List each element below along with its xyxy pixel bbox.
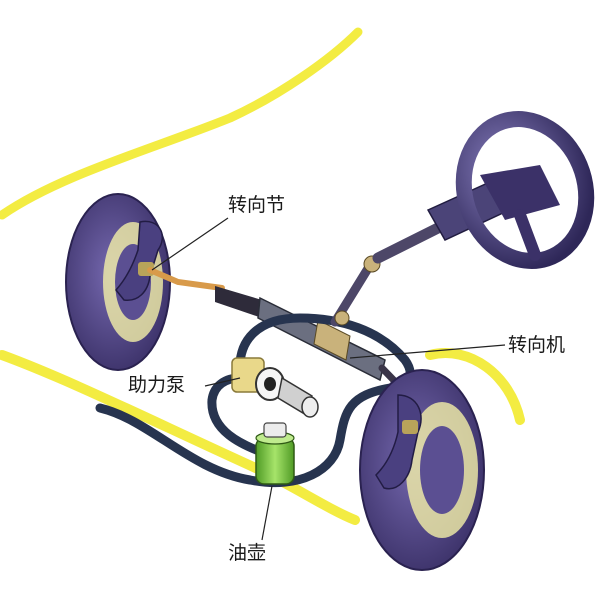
left-tire xyxy=(65,193,171,371)
leader-lines xyxy=(151,217,506,541)
steering-wheel xyxy=(455,111,595,269)
car-roof-line xyxy=(0,27,363,220)
left-tie-rod xyxy=(147,267,225,291)
leader-power-pump xyxy=(204,377,241,387)
steering-column xyxy=(330,181,507,327)
leader-steering-gear xyxy=(349,344,506,359)
leader-steering-knuckle xyxy=(151,217,229,271)
leader-oil-reservoir xyxy=(261,485,273,541)
label-steering-gear: 转向机 xyxy=(508,334,566,356)
car-wheel-arch xyxy=(425,348,525,425)
universal-joint-lower xyxy=(334,310,350,326)
car-body-outline xyxy=(0,27,525,525)
label-steering-knuckle: 转向节 xyxy=(228,194,286,216)
oil-reservoir xyxy=(255,422,295,485)
label-oil-reservoir: 油壶 xyxy=(228,542,267,564)
label-power-pump: 助力泵 xyxy=(128,374,186,396)
car-hood-line xyxy=(0,350,360,525)
return-hose xyxy=(95,383,395,488)
rack-boot xyxy=(215,286,262,318)
right-steering-knuckle xyxy=(375,394,422,490)
rack-valve-body xyxy=(313,319,351,361)
right-tire xyxy=(359,369,485,571)
power-steering-pump xyxy=(231,357,319,418)
